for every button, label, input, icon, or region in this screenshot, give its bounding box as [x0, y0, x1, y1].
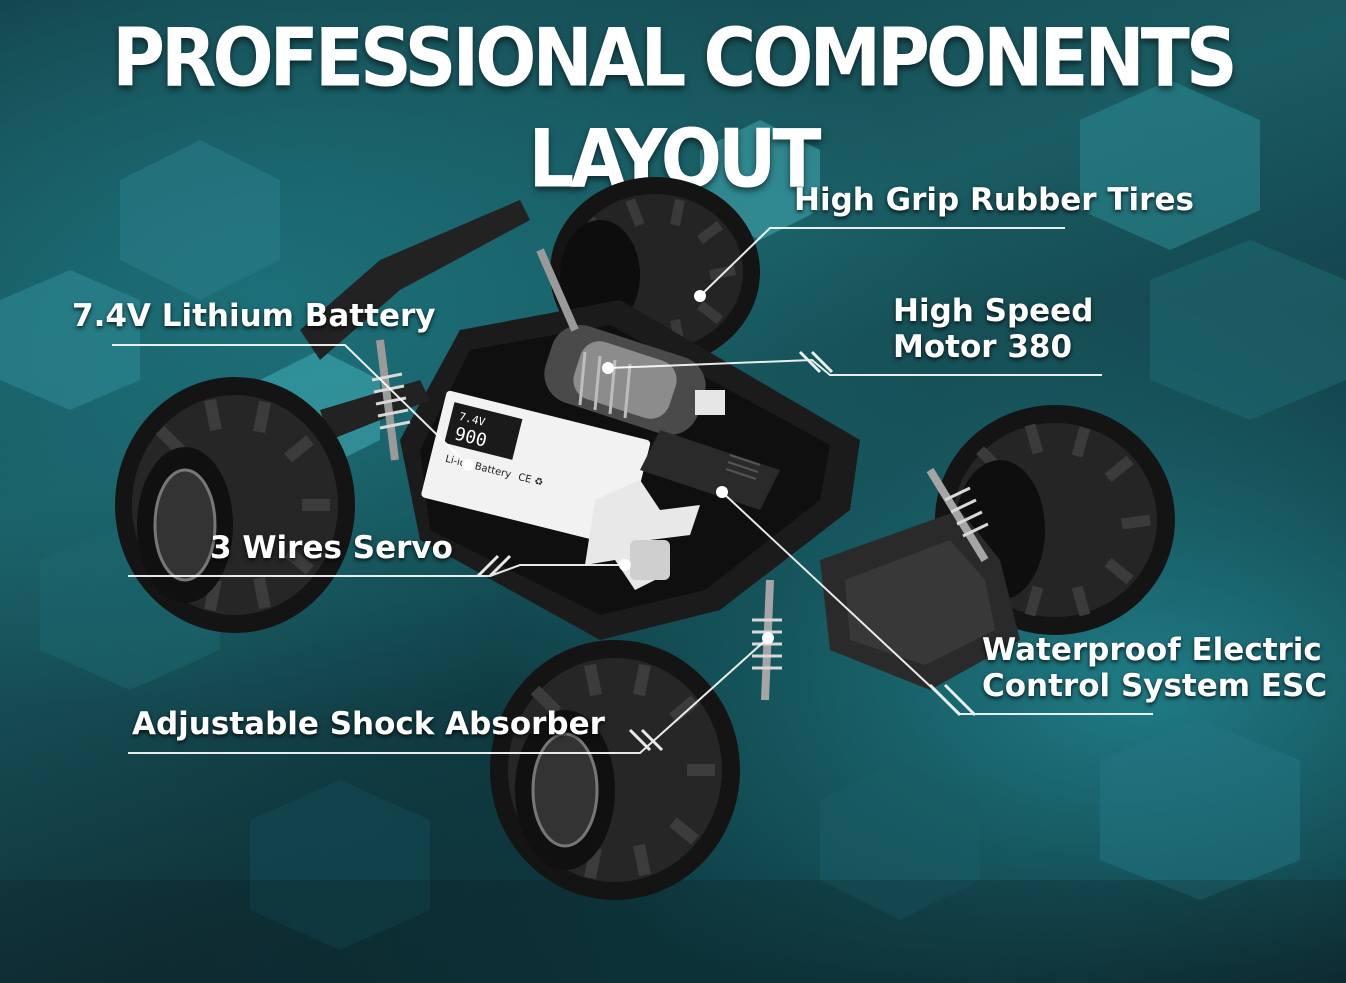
tire-front-right: [490, 640, 740, 900]
esc-module: [640, 430, 780, 510]
callout-motor-line1: High Speed: [893, 293, 1094, 329]
callout-motor-line2: Motor 380: [893, 329, 1073, 365]
servo: [585, 480, 700, 590]
callout-esc-line1: Waterproof Electric: [982, 632, 1322, 668]
callout-servo: 3 Wires Servo: [210, 530, 453, 566]
callout-esc-line2: Control System ESC: [982, 668, 1328, 704]
callout-tires: High Grip Rubber Tires: [794, 182, 1194, 218]
callout-shock: Adjustable Shock Absorber: [132, 706, 605, 742]
callout-battery: 7.4V Lithium Battery: [72, 298, 436, 334]
tire-front-left: [115, 377, 355, 633]
